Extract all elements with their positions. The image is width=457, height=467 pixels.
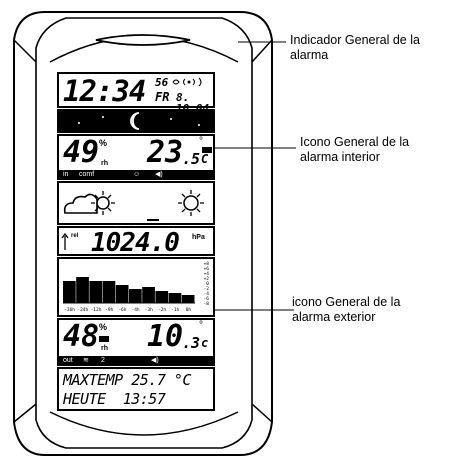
outdoor-temp-int: 10 xyxy=(147,319,184,354)
corner-ridge-bl xyxy=(13,403,37,423)
history-bar-graph: -36h-24h-12h-9h -6h -4h -3h -2h -1h 0h +8+6+4+2… xyxy=(63,261,210,313)
outdoor-speaker-icon: ◀) xyxy=(151,357,159,364)
history-y-label: -6 xyxy=(204,296,210,302)
history-bar xyxy=(129,289,142,303)
time-panel: 12:34 56 FR 8. 10.04 xyxy=(57,72,215,114)
indoor-humidity-sub: rh xyxy=(101,160,108,167)
outdoor-humidity-sub: rh xyxy=(101,345,108,352)
outdoor-label-two: 2 xyxy=(101,357,105,364)
indoor-temp-int: 23 xyxy=(147,135,184,170)
pressure-trend-icon xyxy=(61,232,69,250)
cloudy-sun-icon xyxy=(63,191,115,215)
history-bar xyxy=(115,285,129,303)
history-x-label: -6h xyxy=(118,307,126,313)
tendency-arrow-icon xyxy=(147,219,159,221)
outdoor-temp-unit: c xyxy=(201,336,209,350)
indoor-humidity: 49 xyxy=(63,135,100,170)
transmission-icon: ≋ xyxy=(83,357,89,364)
speaker-icon: ◀) xyxy=(155,171,163,178)
indoor-label-comf: comf xyxy=(79,171,95,178)
outdoor-status-bar: out ≋ 2 ◀) xyxy=(59,356,213,365)
pressure-prefix: rel xyxy=(71,233,79,239)
comfort-face-icon: ☺ xyxy=(133,171,141,178)
history-x-label: -3h xyxy=(145,307,153,313)
text-line-2: HEUTE 13:57 xyxy=(63,390,166,408)
indoor-temp-unit: C xyxy=(201,152,209,166)
text-line-1: MAXTEMP 25.7 °C xyxy=(63,371,191,389)
outdoor-humidity-unit: % xyxy=(99,322,108,332)
outdoor-label-out: out xyxy=(63,357,73,364)
clock-day: FR xyxy=(155,90,170,104)
history-bar xyxy=(155,291,169,303)
history-x-label: -1h xyxy=(171,307,179,313)
outdoor-temp-dec: .3 xyxy=(182,334,201,352)
history-y-label: -4 xyxy=(204,291,210,297)
history-panel: -36h-24h-12h-9h -6h -4h -3h -2h -1h 0h +8+6+4+2… xyxy=(57,257,215,317)
history-x-label: -2h xyxy=(158,307,166,313)
moon-icon xyxy=(78,112,200,130)
outdoor-alarm-icon xyxy=(99,336,109,342)
history-x-label: -12h xyxy=(91,307,102,313)
indoor-label-in: in xyxy=(63,171,69,178)
alarm-indicator-button xyxy=(95,34,191,46)
history-y-label: -8 xyxy=(204,301,210,307)
pressure-value: 1024.0 xyxy=(91,228,180,258)
pressure-panel: rel 1024.0 hPa xyxy=(57,226,215,256)
history-bar xyxy=(181,295,195,303)
pressure-unit: hPa xyxy=(192,234,205,241)
history-y-label: +4 xyxy=(204,271,210,277)
history-y-label: +2 xyxy=(204,276,210,282)
indoor-status-bar: in comf ☺ ◀) xyxy=(59,170,213,179)
indoor-alarm-icon xyxy=(202,147,212,153)
clock-seconds: 56 xyxy=(155,76,169,89)
history-x-label: -4h xyxy=(132,307,140,313)
history-bar xyxy=(168,293,182,303)
radio-signal-icon xyxy=(172,77,202,87)
history-y-label: -2 xyxy=(204,286,210,292)
history-x-label: -9h xyxy=(105,307,113,313)
clock-time: 12:34 xyxy=(63,74,146,108)
callout-indoor-alarm: Icono General de la alarma interior xyxy=(300,135,410,164)
corner-ridge-tl xyxy=(13,39,37,63)
history-bar xyxy=(89,281,103,303)
history-y-label: +6 xyxy=(204,266,210,272)
outdoor-panel: 48 % rh 10 .3 ° c out ≋ 2 ◀) xyxy=(57,318,215,366)
outdoor-humidity: 48 xyxy=(63,319,100,354)
indoor-degree: ° xyxy=(199,136,203,147)
history-y-label: 0 xyxy=(206,281,209,287)
history-x-label: -36h xyxy=(64,307,75,313)
corner-ridge-tr xyxy=(251,39,273,63)
corner-ridge-br xyxy=(251,403,273,423)
history-x-label: -24h xyxy=(77,307,88,313)
callout-general-alarm: Indicador General de la alarma xyxy=(290,33,420,62)
history-y-label: +8 xyxy=(204,261,210,267)
indoor-humidity-unit: % xyxy=(99,138,108,148)
bottom-arch xyxy=(49,411,239,436)
history-bar xyxy=(76,277,89,303)
forecast-panel xyxy=(57,181,215,225)
text-panel: MAXTEMP 25.7 °C HEUTE 13:57 xyxy=(57,367,215,411)
callout-outdoor-alarm: icono General de la alarma exterior xyxy=(292,295,401,324)
history-bar xyxy=(102,281,116,303)
moon-phase-panel xyxy=(57,109,215,133)
history-bar xyxy=(142,287,155,303)
indoor-panel: 49 % rh 23 .5 ° C in comf ☺ ◀) xyxy=(57,134,215,180)
indoor-temp-dec: .5 xyxy=(182,150,201,168)
outdoor-degree: ° xyxy=(199,320,203,331)
history-bar xyxy=(63,281,76,303)
history-x-label: 0h xyxy=(186,307,192,313)
clock-date: 8. 10.04 xyxy=(176,91,209,114)
sun-icon xyxy=(178,190,204,216)
